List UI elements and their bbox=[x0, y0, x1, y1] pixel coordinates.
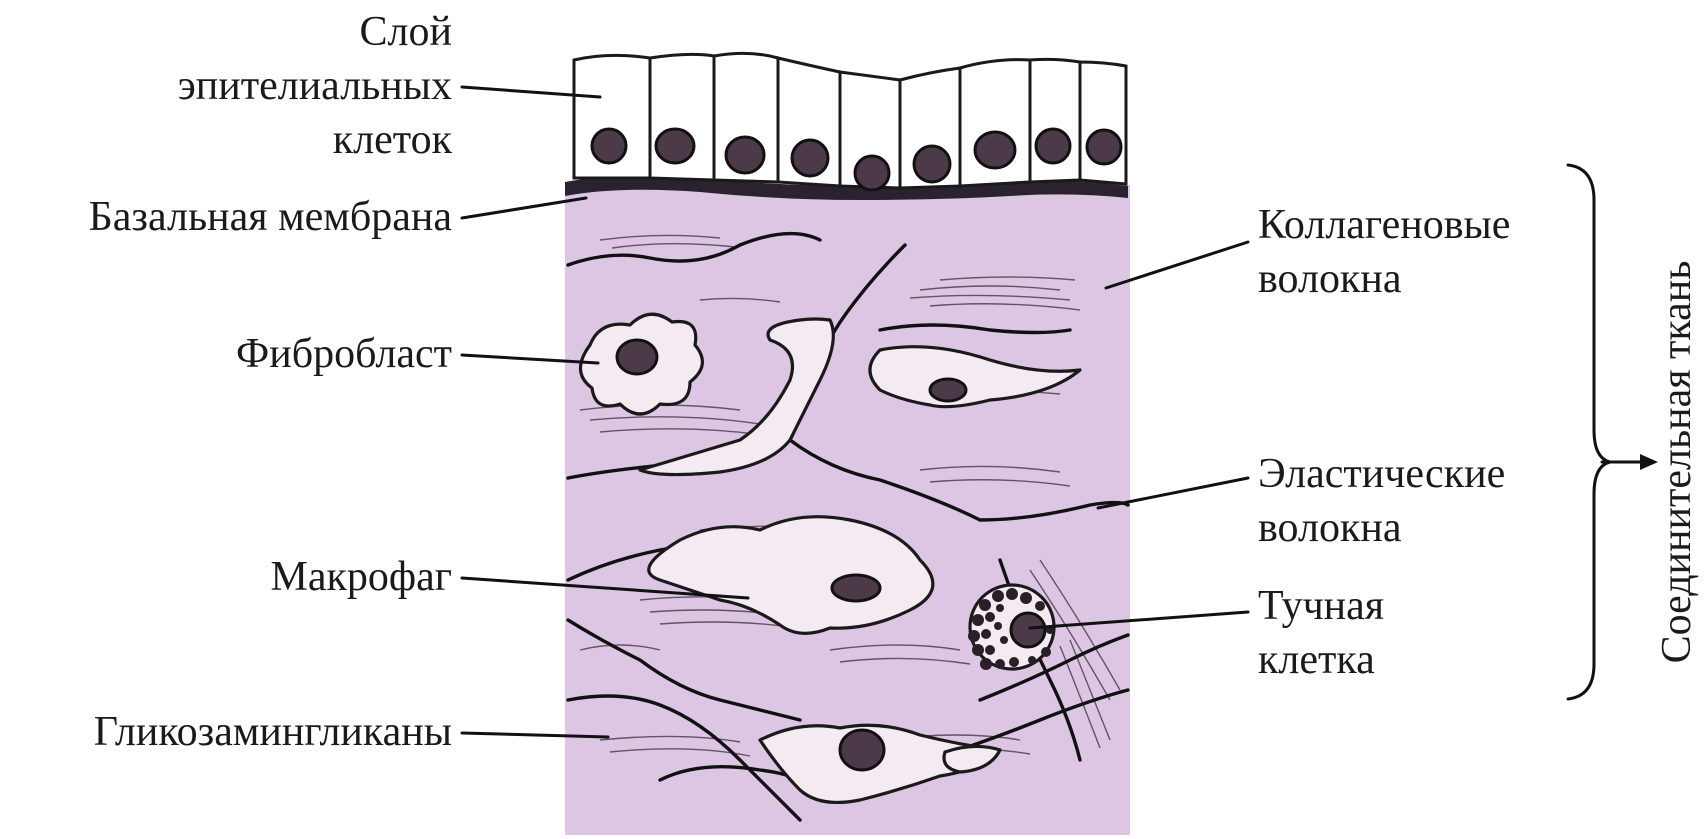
label-elastic-line2: волокна bbox=[1258, 505, 1402, 551]
label-glycosaminoglycans: Гликозамингликаны bbox=[94, 709, 452, 755]
label-collagen-line1: Коллагеновые bbox=[1258, 202, 1510, 248]
mast-cell-nucleus bbox=[1011, 613, 1045, 647]
fibroblast-nucleus bbox=[617, 340, 657, 374]
tissue-block bbox=[565, 185, 1130, 835]
label-macrophage: Макрофаг bbox=[271, 554, 452, 600]
label-basal-membrane: Базальная мембрана bbox=[89, 194, 453, 240]
fibroblast-nucleus-2 bbox=[930, 379, 966, 401]
label-epithelium-line3: клеток bbox=[333, 117, 453, 163]
label-epithelium-line1: Слой bbox=[360, 9, 452, 55]
connective-tissue-bracket bbox=[1568, 165, 1610, 699]
label-fibroblast: Фибробласт bbox=[236, 331, 452, 377]
label-connective-tissue: Соединительная ткань bbox=[1654, 261, 1700, 664]
lower-cell-nucleus bbox=[840, 730, 884, 770]
macrophage-nucleus bbox=[832, 575, 880, 601]
label-epithelium-line2: эпителиальных bbox=[178, 63, 452, 109]
label-elastic-line1: Эластические bbox=[1258, 451, 1505, 497]
label-collagen-line2: волокна bbox=[1258, 256, 1402, 302]
label-mast-line1: Тучная bbox=[1258, 583, 1384, 629]
epithelial-layer bbox=[574, 53, 1126, 190]
label-mast-line2: клетка bbox=[1258, 637, 1375, 683]
